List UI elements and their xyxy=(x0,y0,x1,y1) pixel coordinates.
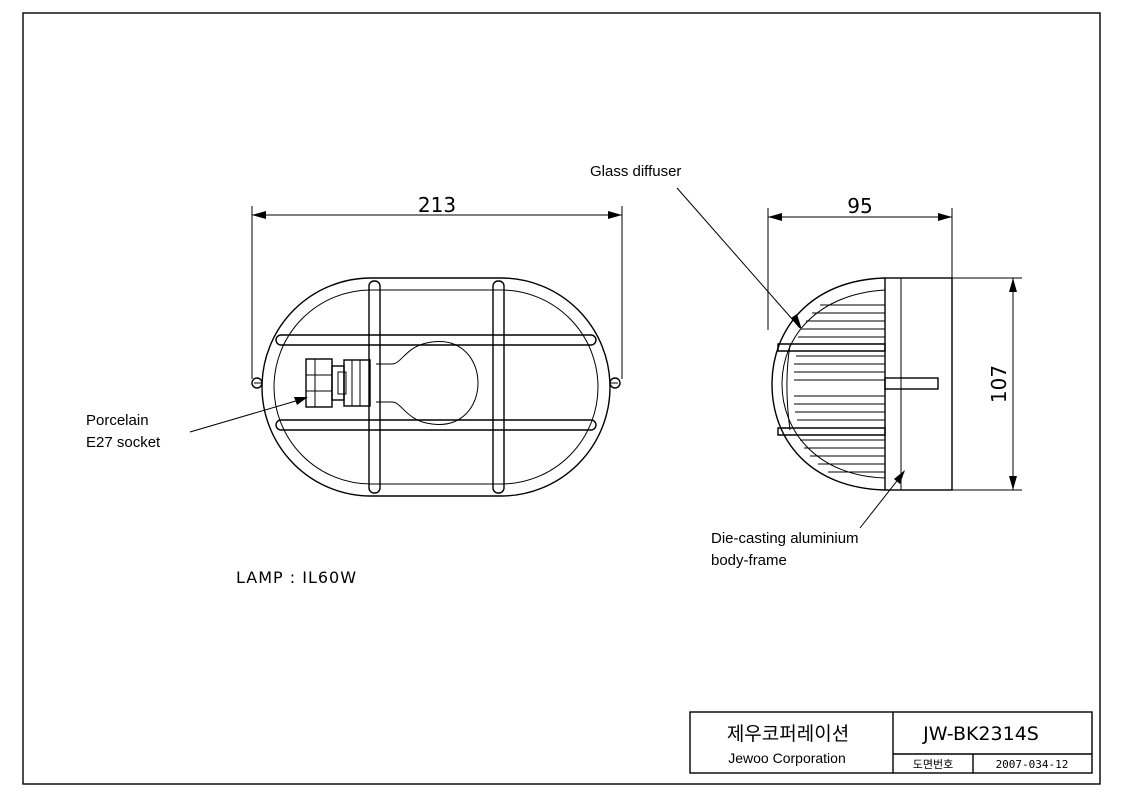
callout-frame-line1: Die-casting aluminium xyxy=(711,530,859,547)
porcelain-socket xyxy=(305,358,371,408)
callout-socket-line2: E27 socket xyxy=(86,434,161,451)
lamp-bulb xyxy=(376,341,479,425)
callout-diffuser: Glass diffuser xyxy=(590,163,681,180)
side-dome-outer xyxy=(771,277,886,491)
cage-bar-top xyxy=(275,334,597,346)
callout-frame-line2: body-frame xyxy=(711,552,787,569)
body-frame xyxy=(884,277,953,491)
dimension-height: 107 xyxy=(987,365,1011,403)
dimension-width: 213 xyxy=(418,193,456,217)
drawing-number-label: 도면번호 xyxy=(913,758,953,771)
front-inner-oval xyxy=(273,289,599,485)
company-name-korean: 제우코퍼레이션 xyxy=(727,723,849,745)
drawing-border xyxy=(22,12,1101,785)
drawing-number: 2007-034-12 xyxy=(996,758,1069,771)
company-name-english: Jewoo Corporation xyxy=(728,750,846,766)
cage-bar-left xyxy=(368,280,381,494)
lamp-spec: LAMP : IL60W xyxy=(236,568,357,587)
front-view xyxy=(189,206,623,497)
title-block xyxy=(689,711,1093,774)
dimension-width-side: 95 xyxy=(847,194,872,218)
callout-socket-line1: Porcelain xyxy=(86,412,149,429)
glass-diffuser-fins xyxy=(794,304,885,473)
side-handle xyxy=(884,377,939,390)
cage-bar-right xyxy=(492,280,505,494)
side-view xyxy=(676,187,1022,529)
front-outer-oval xyxy=(261,277,611,497)
cage-bar-bottom xyxy=(275,419,597,431)
model-number: JW-BK2314S xyxy=(922,723,1039,745)
